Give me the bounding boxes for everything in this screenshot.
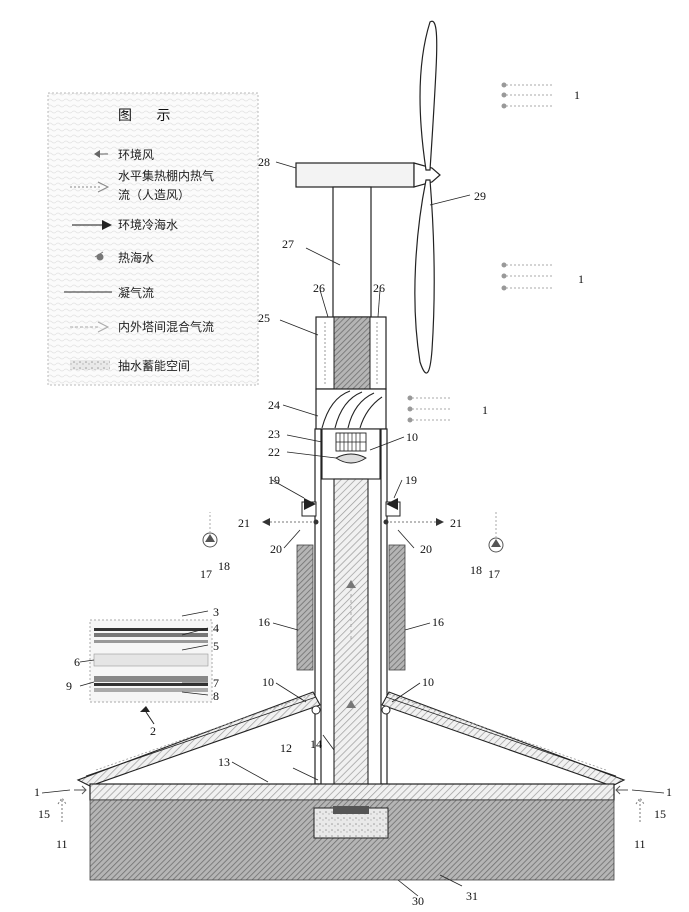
roof-left — [78, 692, 320, 786]
base — [90, 784, 614, 880]
legend-item-0: 环境风 — [118, 147, 154, 162]
label-27: 27 — [282, 237, 294, 251]
label-10: 10 — [406, 430, 418, 444]
label-1: 1 — [574, 88, 580, 102]
legend-box — [48, 93, 258, 385]
base-slab — [90, 784, 614, 800]
inner-shaft-upper — [334, 317, 370, 389]
label-10: 10 — [262, 675, 274, 689]
outer-tower-wall-left — [315, 429, 321, 784]
legend-item-2: 流（人造风） — [118, 188, 190, 202]
legend-title: 图 示 — [118, 108, 180, 124]
legend-item-5: 凝气流 — [118, 285, 154, 300]
label-11: 11 — [56, 837, 68, 851]
label-15: 15 — [38, 807, 50, 821]
label-21: 21 — [450, 516, 462, 530]
label-12: 12 — [280, 741, 292, 755]
label-16: 16 — [258, 615, 270, 629]
label-7: 7 — [213, 676, 219, 690]
label-17: 17 — [200, 567, 212, 581]
label-1: 1 — [34, 785, 40, 799]
legend-item-7: 抽水蓄能空间 — [118, 359, 190, 373]
label-20: 20 — [270, 542, 282, 556]
legend: 图 示 环境风 水平集热棚内热气 流（人造风） 环境冷海水 热海水 凝气流 — [48, 93, 258, 385]
label-8: 8 — [213, 689, 219, 703]
label-18: 18 — [470, 563, 482, 577]
label-22: 22 — [268, 445, 280, 459]
label-26: 26 — [313, 281, 325, 295]
label-9: 9 — [66, 679, 72, 693]
label-25: 25 — [258, 311, 270, 325]
label-4: 4 — [213, 621, 219, 635]
label-31: 31 — [466, 889, 478, 903]
roof-right — [382, 692, 624, 786]
panel-right — [389, 545, 405, 670]
blade-lower — [415, 180, 434, 373]
label-6: 6 — [74, 655, 80, 669]
label-3: 3 — [213, 605, 219, 619]
label-10: 10 — [422, 675, 434, 689]
turbine-mast — [333, 187, 371, 317]
label-30: 30 — [412, 894, 424, 908]
label-1: 1 — [482, 403, 488, 417]
label-28: 28 — [258, 155, 270, 169]
label-1: 1 — [578, 272, 584, 286]
label-14: 14 — [310, 737, 322, 751]
legend-pumped-storage-icon — [70, 360, 110, 370]
outer-tower-wall-right — [381, 429, 387, 784]
label-21: 21 — [238, 516, 250, 530]
label-1: 1 — [666, 785, 672, 799]
label-26: 26 — [373, 281, 385, 295]
legend-item-1: 水平集热棚内热气 — [118, 168, 214, 183]
panel-left — [297, 545, 313, 670]
label-19: 19 — [405, 473, 417, 487]
label-5: 5 — [213, 639, 219, 653]
legend-item-3: 环境冷海水 — [118, 217, 178, 232]
tower-top — [316, 317, 386, 479]
blade-upper — [420, 21, 437, 170]
label-19: 19 — [268, 473, 280, 487]
label-23: 23 — [268, 427, 280, 441]
vortex-section — [316, 389, 386, 429]
detail-inset — [90, 620, 212, 724]
label-18: 18 — [218, 559, 230, 573]
label-11: 11 — [634, 837, 646, 851]
legend-item-4: 热海水 — [118, 250, 154, 265]
label-29: 29 — [474, 189, 486, 203]
label-16: 16 — [432, 615, 444, 629]
label-2: 2 — [150, 724, 156, 738]
label-20: 20 — [420, 542, 432, 556]
label-13: 13 — [218, 755, 230, 769]
nacelle — [296, 163, 414, 187]
label-17: 17 — [488, 567, 500, 581]
label-24: 24 — [268, 398, 280, 412]
label-15: 15 — [654, 807, 666, 821]
legend-item-6: 内外塔间混合气流 — [118, 319, 214, 334]
